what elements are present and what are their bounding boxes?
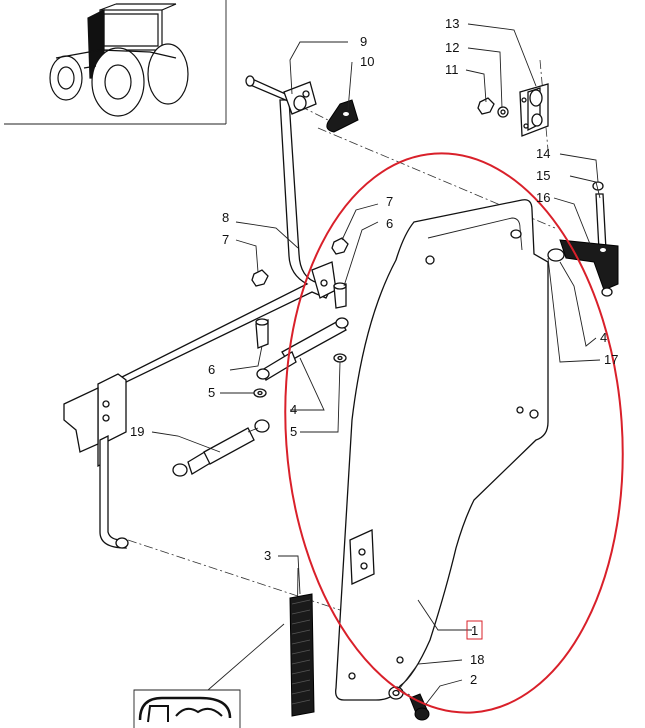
callout-16: 16: [536, 190, 550, 205]
frame-rod: [63, 99, 337, 549]
callout-7a: 7: [222, 232, 229, 247]
callout-7b: 7: [386, 194, 393, 209]
washer-17: [601, 287, 613, 297]
callout-4b: 4: [600, 330, 607, 345]
hinge-10: [326, 99, 359, 133]
tractor-icon: [49, 3, 189, 117]
gas-strut-4: [256, 317, 349, 381]
leader-lines: [151, 23, 601, 705]
callout-12: 12: [445, 40, 459, 55]
nut-11: [477, 97, 495, 115]
seal-profile-detail: [133, 623, 285, 728]
callout-2: 2: [470, 672, 477, 687]
hinge-13: [519, 83, 549, 137]
bracket-16: [547, 239, 619, 291]
washer-12: [497, 106, 509, 118]
highlight-ellipse: [284, 152, 624, 714]
callout-11: 11: [445, 62, 459, 77]
ball-stud-6b: [333, 282, 347, 309]
callout-5a: 5: [208, 385, 215, 400]
callout-6b: 6: [386, 216, 393, 231]
washer-5b: [333, 353, 347, 363]
callout-10: 10: [360, 54, 374, 69]
ball-stud-6a: [255, 318, 269, 349]
glass-door-panel: [335, 199, 549, 701]
callout-6a: 6: [208, 362, 215, 377]
callout-17: 17: [604, 352, 618, 367]
callout-labels: 9 10 13 12 11 14 15 16 8 7 7 6 6 5 5 4 4…: [130, 16, 618, 687]
gas-strut-19: [172, 419, 270, 477]
seal-strip-3: [289, 567, 315, 717]
callout-19: 19: [130, 424, 144, 439]
callout-15: 15: [536, 168, 550, 183]
callout-1: 1: [471, 623, 478, 638]
callout-3: 3: [264, 548, 271, 563]
nut-7b: [331, 237, 349, 255]
callout-1-box: [466, 620, 483, 640]
callout-13: 13: [445, 16, 459, 31]
callout-4a: 4: [290, 402, 297, 417]
callout-14: 14: [536, 146, 550, 161]
callout-18: 18: [470, 652, 484, 667]
nut-7a: [251, 269, 269, 287]
callout-8: 8: [222, 210, 229, 225]
callout-5b: 5: [290, 424, 297, 439]
washer-5a: [253, 388, 267, 398]
tractor-inset: [4, 0, 227, 125]
callout-9: 9: [360, 34, 367, 49]
bolt-15: [595, 193, 607, 251]
